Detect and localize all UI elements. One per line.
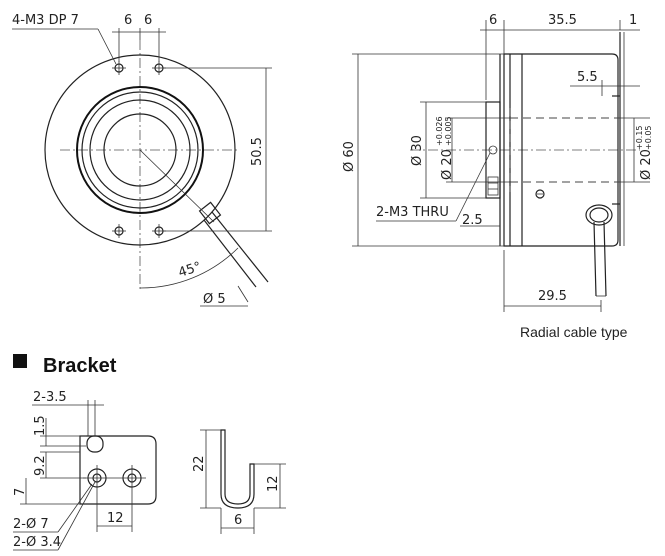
front-dim-cable: Ø 5 <box>203 292 226 307</box>
bracket-dim-1-5: 1.5 <box>33 415 48 436</box>
bracket-side-profile <box>220 429 255 509</box>
front-dim-45: 45° <box>177 259 204 280</box>
side-dim-d20-left: Ø 20 <box>440 149 455 180</box>
bracket-dim-2-d7: 2-Ø 7 <box>13 517 49 532</box>
front-hole-note: 4-M3 DP 7 <box>12 13 79 28</box>
side-view: 6 35.5 1 5.5 Ø 60 Ø 30 Ø 20 +0.026 +0.00… <box>342 13 654 340</box>
side-dim-6: 6 <box>489 13 497 28</box>
bracket-dim-22: 22 <box>192 455 207 472</box>
front-outer-circle <box>44 54 236 246</box>
side-thru-hole <box>488 145 498 155</box>
side-dim-5-5: 5.5 <box>577 70 598 85</box>
side-caption: Radial cable type <box>520 324 628 340</box>
bracket-section: Bracket 2-3.5 1.5 9.2 7 12 2-Ø 7 <box>13 354 286 551</box>
front-hub <box>89 99 191 201</box>
front-view: 6 6 4-M3 DP 7 50.5 45° Ø 5 <box>12 13 272 307</box>
front-cable <box>139 149 269 288</box>
side-dim-d60: Ø 60 <box>342 141 357 172</box>
front-ring-inner <box>81 91 199 209</box>
side-screw <box>535 189 545 199</box>
side-tol-right-lower: +0.05 <box>644 125 653 150</box>
bracket-plate <box>79 435 157 505</box>
side-dim-2-5: 2.5 <box>462 213 483 228</box>
side-tol-left-lower: +0.005 <box>444 116 453 146</box>
side-thru-note: 2-M3 THRU <box>376 205 449 220</box>
front-ring-outer <box>76 86 204 214</box>
side-dim-35-5: 35.5 <box>548 13 577 28</box>
front-angle-arc <box>139 247 239 289</box>
side-dim-d30: Ø 30 <box>410 135 425 166</box>
side-dim-1: 1 <box>629 13 637 28</box>
front-dim-6-left: 6 <box>124 13 132 28</box>
front-shaft-bore <box>103 113 177 187</box>
bracket-dim-2-d3-4: 2-Ø 3.4 <box>13 535 61 550</box>
bracket-dim-2-3-5: 2-3.5 <box>33 390 67 405</box>
side-dim-d20-right: Ø 20 <box>639 149 654 180</box>
side-body <box>503 53 619 247</box>
bracket-dim-12-bottom: 12 <box>107 511 124 526</box>
side-tol-right-upper: +0.15 <box>635 125 644 150</box>
front-dim-50-5: 50.5 <box>250 137 265 166</box>
side-tol-left-upper: +0.026 <box>435 116 444 146</box>
bracket-dim-9-2: 9.2 <box>33 455 48 476</box>
bracket-slot <box>86 435 104 453</box>
side-cable-gland <box>585 204 613 297</box>
bracket-heading: Bracket <box>43 355 117 377</box>
bracket-dim-12-side: 12 <box>266 475 281 492</box>
bracket-heading-marker <box>13 354 27 368</box>
side-dim-29-5: 29.5 <box>538 289 567 304</box>
front-dim-6-right: 6 <box>144 13 152 28</box>
bracket-dim-6: 6 <box>234 513 242 528</box>
bracket-dim-7: 7 <box>13 488 28 496</box>
side-flange-screw <box>487 176 499 196</box>
